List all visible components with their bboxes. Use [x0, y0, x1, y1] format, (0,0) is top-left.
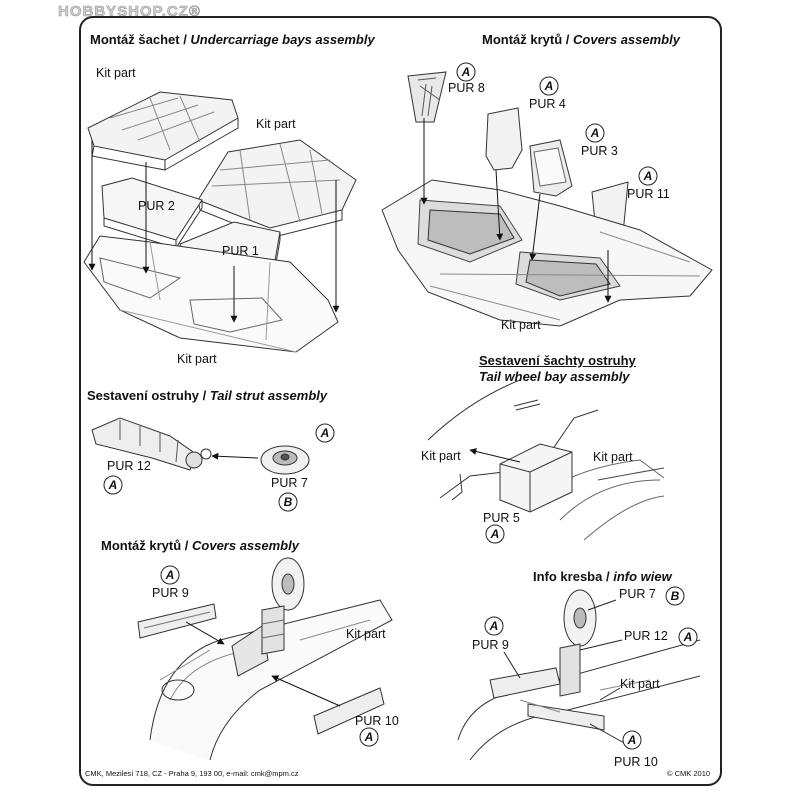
heading-en: Tail strut assembly [209, 388, 328, 403]
info-drawing [457, 589, 701, 761]
label-kit-part: Kit part [421, 449, 461, 463]
badge-letter: B [284, 495, 293, 509]
badge-letter: A [490, 527, 500, 541]
heading-covers-top: Montáž krytů / Covers assembly [482, 32, 680, 47]
pur10-cover [313, 687, 385, 735]
badge-circle [678, 627, 698, 647]
badge-circle [103, 475, 123, 495]
sheet-frame [79, 16, 722, 786]
badge-circle [160, 565, 180, 585]
label-kit-part: Kit part [501, 318, 541, 332]
label-pur10: PUR 10 [355, 714, 399, 728]
heading-info: Info kresba / info wiew [533, 569, 672, 584]
label-pur1: PUR 1 [222, 244, 259, 258]
heading-en: Covers assembly [192, 538, 299, 553]
heading-cz: Info kresba [533, 569, 603, 584]
badge-letter: A [461, 65, 471, 79]
undercarriage-kit-part-bottom [83, 235, 339, 353]
badge-circle [585, 123, 605, 143]
badge-letter: A [364, 730, 374, 744]
pur4-cover [485, 107, 523, 171]
label-pur8: PUR 8 [448, 81, 485, 95]
badge-circle [622, 730, 642, 750]
heading-cz: Sestavení ostruhy [87, 388, 199, 403]
label-pur2: PUR 2 [138, 199, 175, 213]
badge-circle [315, 423, 335, 443]
heading-tail-bay-en: Tail wheel bay assembly [479, 369, 630, 384]
footer-address: CMK, Mezilesí 718, CZ - Praha 9, 193 00,… [85, 769, 299, 778]
footer-copyright: © CMK 2010 [667, 769, 711, 778]
heading-tail-bay-cz: Sestavení šachty ostruhy [479, 353, 636, 368]
badge-letter: A [320, 426, 330, 440]
label-kit-part: Kit part [620, 677, 660, 691]
heading-sep: / [562, 32, 574, 47]
covers-kit-part-wing-centre [381, 179, 713, 327]
heading-cz: Montáž krytů [101, 538, 182, 553]
tail-strut-part [91, 417, 212, 471]
label-kit-part: Kit part [346, 627, 386, 641]
heading-tail-strut: Sestavení ostruhy / Tail strut assembly [87, 388, 327, 403]
badge-circle [484, 616, 504, 636]
label-pur7: PUR 7 [271, 476, 308, 490]
badge-letter: A [590, 126, 600, 140]
badge-circle [539, 76, 559, 96]
badge-letter: A [683, 630, 693, 644]
badge-circle [485, 524, 505, 544]
heading-cz: Montáž šachet [90, 32, 180, 47]
heading-covers-bottom: Montáž krytů / Covers assembly [101, 538, 299, 553]
pur5-block [499, 443, 573, 513]
heading-en: Undercarriage bays assembly [190, 32, 375, 47]
tail-strut-installed [261, 557, 305, 655]
heading-sep: / [179, 32, 191, 47]
badge-circle [638, 166, 658, 186]
covers-bottom-fuselage [149, 599, 393, 761]
label-pur12: PUR 12 [107, 459, 151, 473]
label-kit-part: Kit part [256, 117, 296, 131]
label-pur5: PUR 5 [483, 511, 520, 525]
undercarriage-kit-part-wing [197, 139, 357, 239]
badge-letter: A [108, 478, 118, 492]
label-pur10: PUR 10 [614, 755, 658, 769]
tail-wheel-part [260, 445, 310, 475]
label-pur4: PUR 4 [529, 97, 566, 111]
label-pur3: PUR 3 [581, 144, 618, 158]
label-kit-part: Kit part [96, 66, 136, 80]
label-pur9: PUR 9 [472, 638, 509, 652]
label-pur12: PUR 12 [624, 629, 668, 643]
heading-sep: / [181, 538, 193, 553]
badge-letter: A [627, 733, 637, 747]
pur2-insert [101, 177, 203, 249]
heading-sep: / [602, 569, 614, 584]
heading-undercarriage: Montáž šachet / Undercarriage bays assem… [90, 32, 375, 47]
badge-letter: B [671, 589, 680, 603]
label-kit-part: Kit part [177, 352, 217, 366]
label-pur7: PUR 7 [619, 587, 656, 601]
badge-letter: A [643, 169, 653, 183]
badge-circle [359, 727, 379, 747]
heading-cz: Montáž krytů [482, 32, 563, 47]
badge-letter: A [489, 619, 499, 633]
badge-letter: A [544, 79, 554, 93]
pur3-cover [529, 139, 573, 197]
badge-circle [456, 62, 476, 82]
label-kit-part: Kit part [593, 450, 633, 464]
pur8-cover [407, 71, 447, 123]
badge-circle [278, 492, 298, 512]
badges [103, 62, 698, 750]
heading-sep: / [199, 388, 210, 403]
label-pur9: PUR 9 [152, 586, 189, 600]
heading-en: Covers assembly [573, 32, 680, 47]
badge-circle [665, 586, 685, 606]
pur9-cover [137, 603, 217, 639]
badge-letter: A [165, 568, 175, 582]
heading-en: info wiew [613, 569, 672, 584]
undercarriage-kit-part-top [87, 91, 239, 171]
label-pur11: PUR 11 [627, 187, 670, 201]
watermark: HOBBYSHOP.CZ® [58, 3, 201, 21]
